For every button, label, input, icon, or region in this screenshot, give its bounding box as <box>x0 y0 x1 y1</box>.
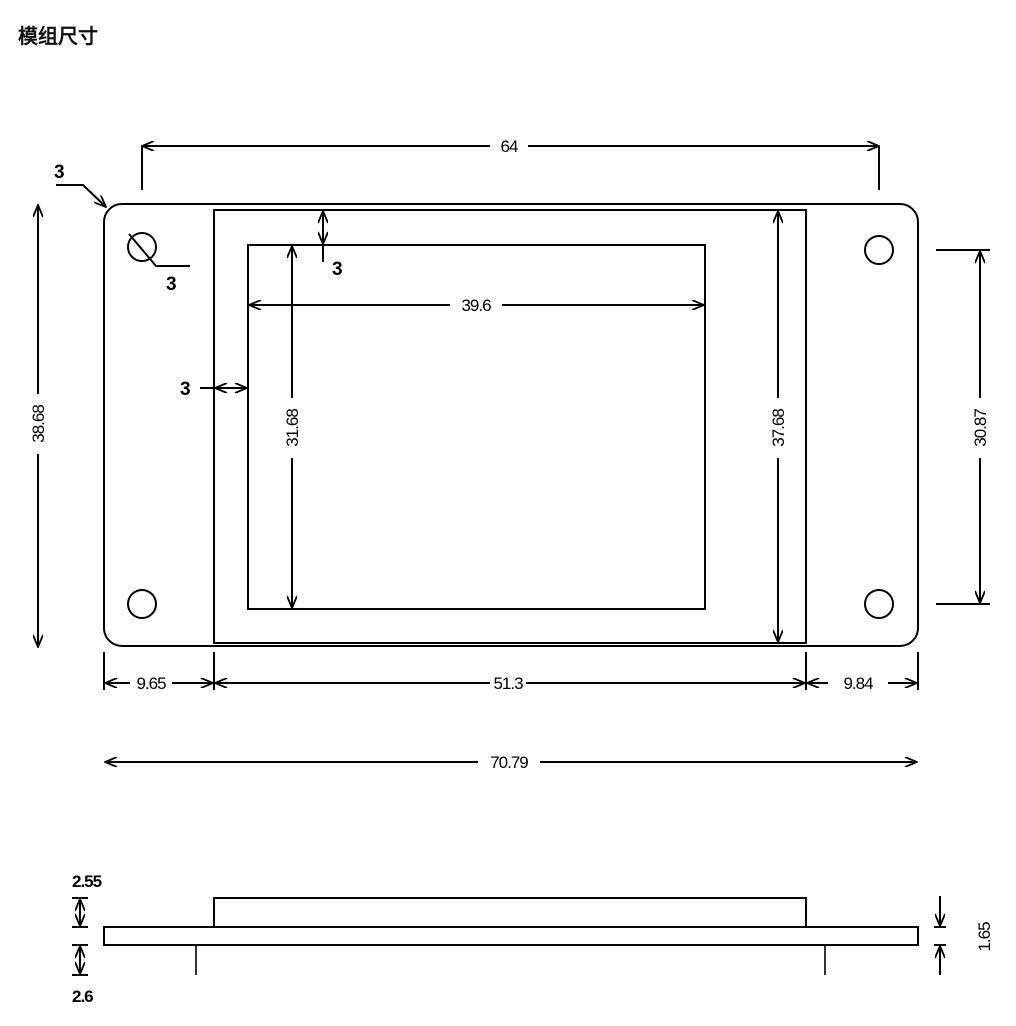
dim-board-width: 70.79 <box>105 753 917 772</box>
side-display-block <box>213 897 807 928</box>
dim-display-thickness: 2.55 <box>72 872 103 928</box>
page-title: 模组尺寸 <box>18 24 98 48</box>
svg-text:2.6: 2.6 <box>72 987 93 1006</box>
dim-hole-diameter: 3 <box>128 233 190 295</box>
dim-frame-to-active-left: 3 <box>180 379 247 400</box>
svg-text:38.68: 38.68 <box>29 405 48 443</box>
mounting-hole-top-right <box>864 235 894 265</box>
svg-text:3: 3 <box>332 259 343 280</box>
dim-frame-height: 37.68 <box>769 211 788 642</box>
svg-text:3: 3 <box>166 274 177 295</box>
svg-text:70.79: 70.79 <box>490 753 528 772</box>
svg-text:1.65: 1.65 <box>975 922 994 952</box>
side-view: 2.55 2.6 1.65 <box>72 872 994 1006</box>
dim-frame-width: 51.3 <box>493 674 523 693</box>
mounting-hole-bottom-left <box>127 589 157 619</box>
svg-text:31.68: 31.68 <box>283 409 302 447</box>
svg-text:39.6: 39.6 <box>461 296 491 315</box>
dim-horizontal-breakdown: 9.65 51.3 9.84 <box>103 652 919 693</box>
active-area <box>247 244 706 610</box>
svg-text:2.55: 2.55 <box>72 872 102 891</box>
display-frame <box>213 209 807 644</box>
dim-pin-length: 2.6 <box>72 944 94 1006</box>
side-pcb-board <box>103 926 919 946</box>
dim-board-height: 38.68 <box>29 205 48 647</box>
dim-right-margin: 9.84 <box>843 674 873 693</box>
dim-hole-spacing-vertical: 30.87 <box>936 249 990 605</box>
svg-text:3: 3 <box>180 379 191 400</box>
dim-frame-to-active-top: 3 <box>323 211 343 280</box>
dim-board-thickness: 1.65 <box>934 896 994 975</box>
svg-text:37.68: 37.68 <box>769 409 788 447</box>
dim-active-width: 39.6 <box>249 296 704 315</box>
dim-left-margin: 9.65 <box>136 674 166 693</box>
svg-text:30.87: 30.87 <box>971 409 990 447</box>
svg-text:64: 64 <box>501 137 518 156</box>
dim-corner-radius: 3 <box>54 162 106 207</box>
pcb-board-outline <box>103 203 919 647</box>
svg-text:3: 3 <box>54 162 65 183</box>
dim-hole-spacing-horizontal: 64 <box>141 137 880 190</box>
mounting-hole-bottom-right <box>864 589 894 619</box>
dim-active-height: 31.68 <box>283 246 302 608</box>
mounting-hole-top-left <box>127 232 157 262</box>
